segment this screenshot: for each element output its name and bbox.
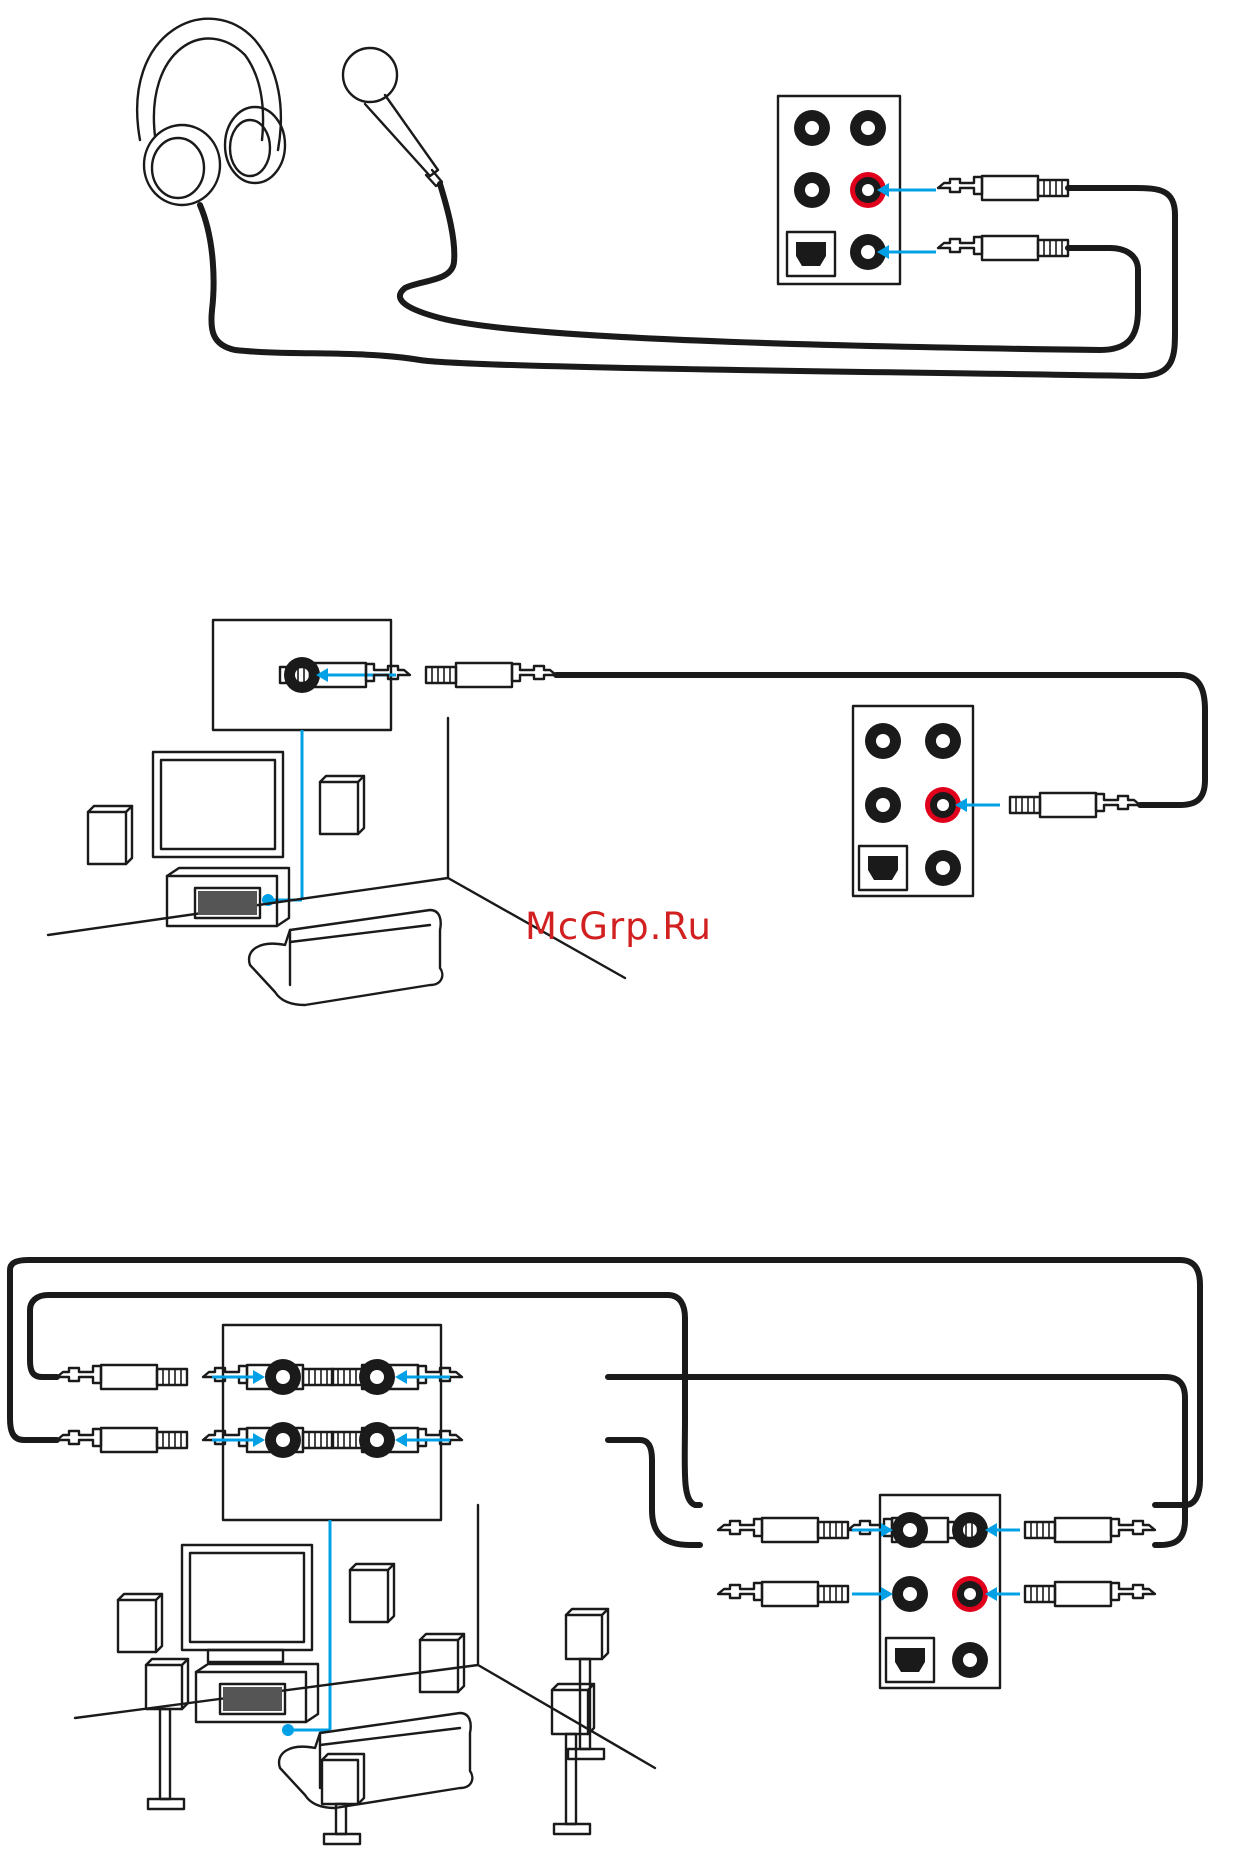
sofa-icon bbox=[279, 1713, 472, 1808]
speaker-icon bbox=[322, 1754, 364, 1844]
speaker-icon bbox=[118, 1594, 162, 1652]
speaker-icon bbox=[320, 776, 364, 834]
amplifier-icon bbox=[196, 1664, 318, 1722]
tv-icon bbox=[182, 1545, 312, 1662]
microphone-icon bbox=[343, 48, 442, 186]
headphones-icon bbox=[137, 19, 285, 205]
home-theater-scene bbox=[75, 1505, 655, 1844]
audio-panel-icon bbox=[880, 1495, 1000, 1688]
speaker-icon bbox=[420, 1634, 464, 1692]
headphone-microphone-diagram bbox=[137, 19, 1175, 376]
speaker-icon bbox=[88, 806, 132, 864]
surround-speaker-diagram bbox=[10, 1260, 1200, 1844]
speaker-icon bbox=[146, 1659, 188, 1809]
tv-icon bbox=[153, 752, 283, 857]
amplifier-input-box bbox=[223, 1325, 441, 1520]
audio-panel-icon bbox=[853, 706, 973, 896]
speaker-icon bbox=[350, 1564, 394, 1622]
watermark-text: McGrp.Ru bbox=[525, 905, 712, 948]
living-room-scene bbox=[48, 718, 625, 1005]
